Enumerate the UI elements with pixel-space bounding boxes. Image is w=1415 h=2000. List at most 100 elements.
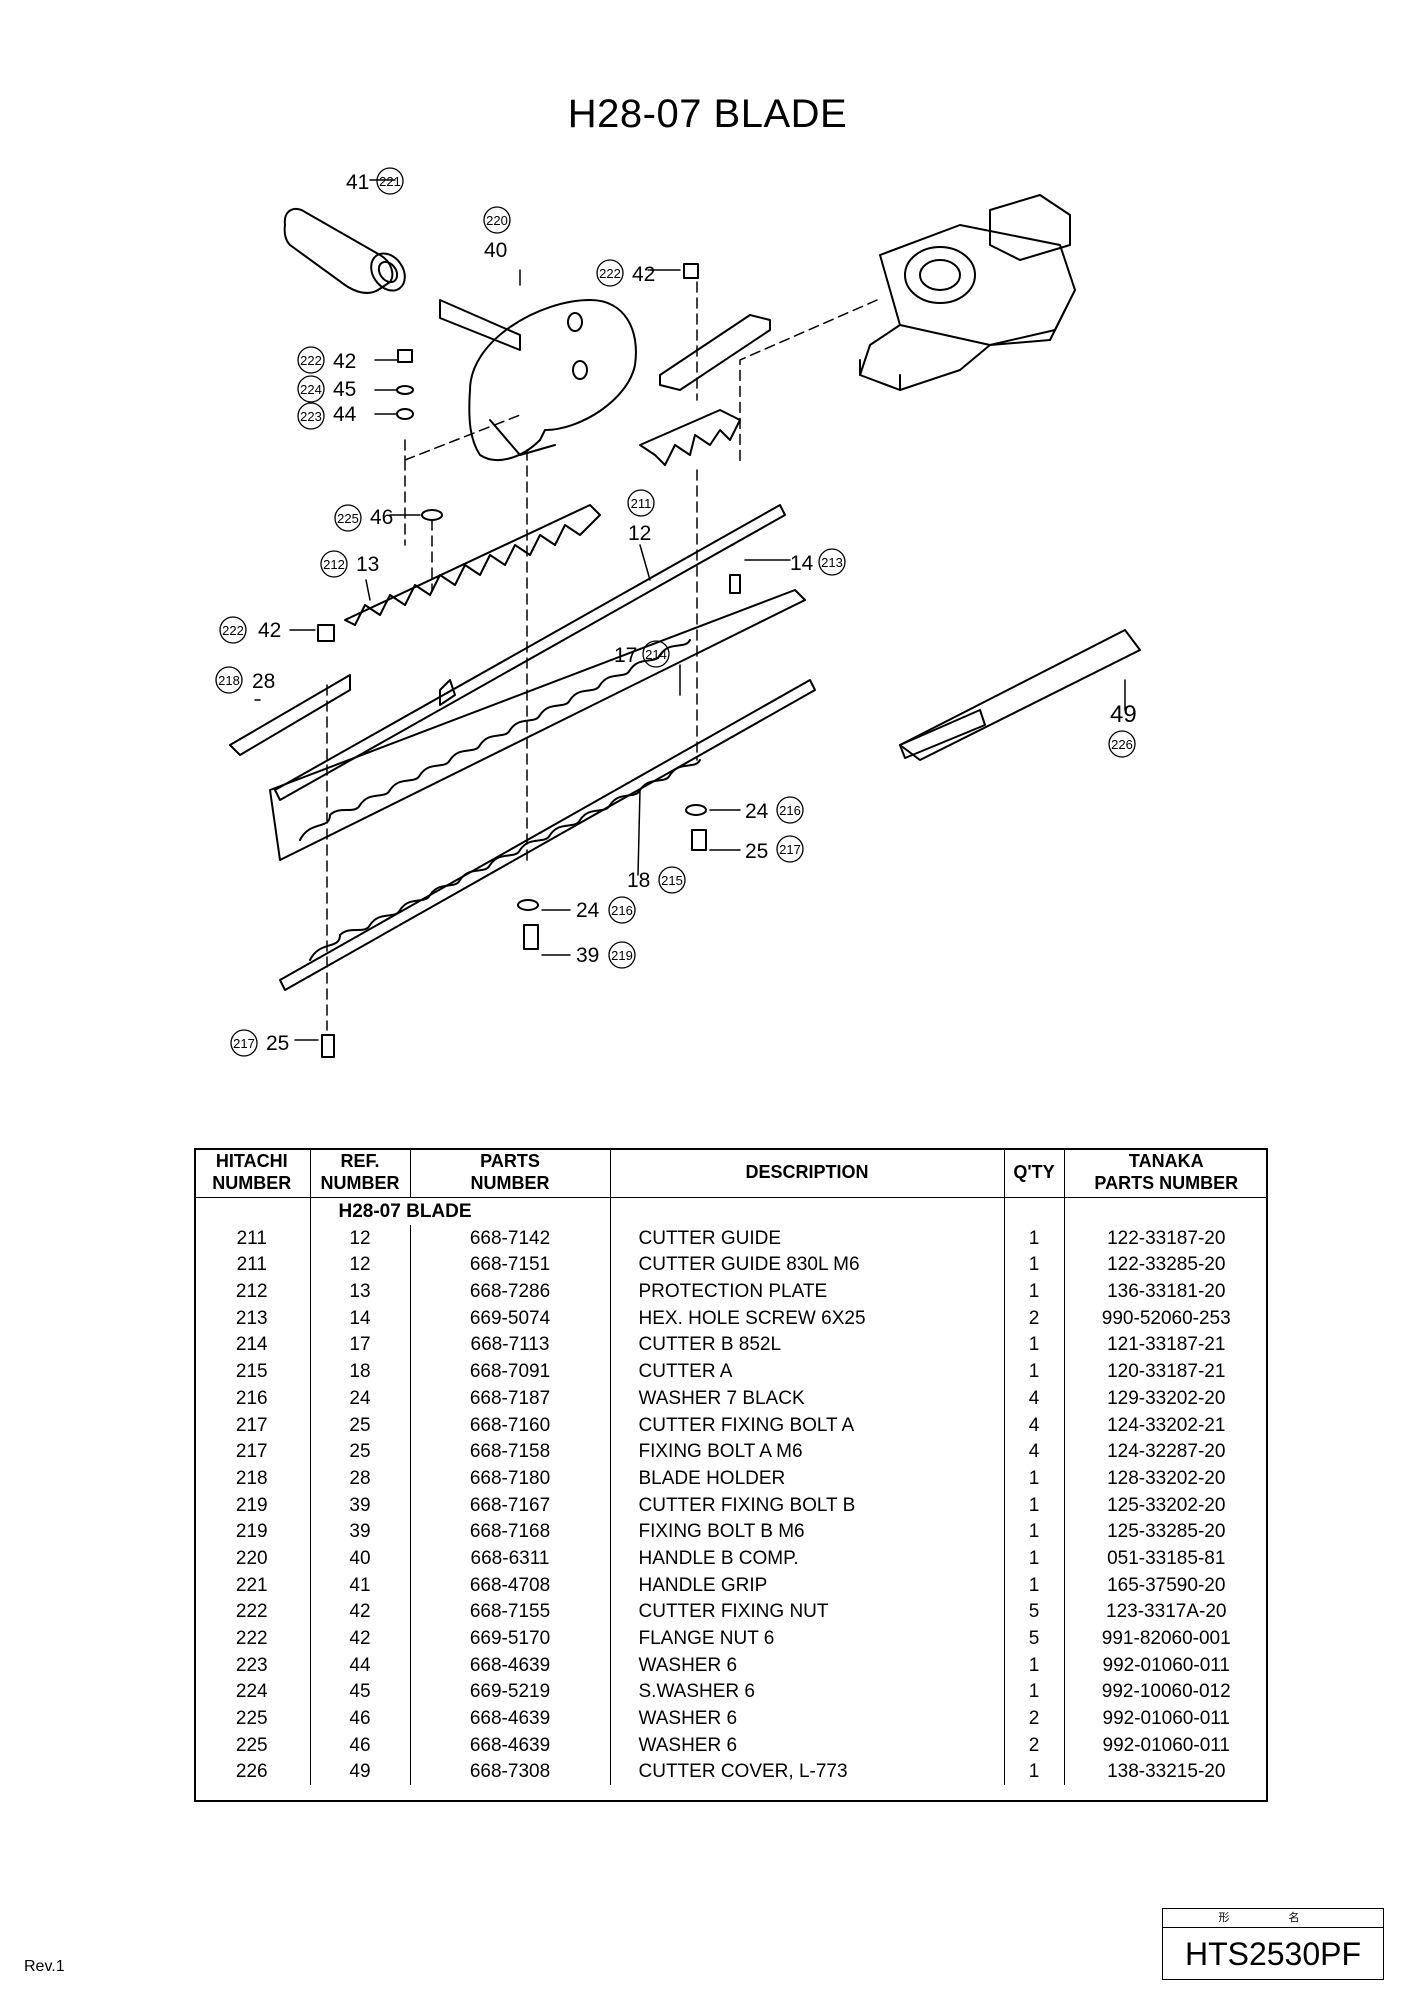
cell-description: S.WASHER 6 [609,1678,1004,1706]
cell-hitachi: 221 [235,1574,268,1596]
cell-tanaka: 992-01060-011 [1063,1705,1268,1732]
cell-tanaka: 121-33187-21 [1063,1331,1268,1359]
callout-ref: 17 [614,644,637,667]
cell-hitachi: 217 [235,1441,268,1463]
cell-hitachi: 219 [235,1494,268,1516]
cell-tanaka: 125-33202-20 [1063,1491,1268,1519]
cell-tanaka: 992-01060-011 [1063,1731,1268,1759]
callout-ref: 42 [333,350,356,373]
handle-grip-part [283,207,406,294]
cell-tanaka: 124-32287-20 [1063,1438,1268,1466]
callout-ref: 40 [484,239,507,262]
cell-description: CUTTER COVER, L-773 [609,1758,1004,1786]
cell-parts: 668-4639 [409,1705,610,1732]
callout-hitachi: 221 [379,174,401,189]
cell-qty: 2 [1003,1731,1064,1759]
callout-hitachi: 213 [821,555,843,570]
cell-description: CUTTER GUIDE 830L M6 [609,1251,1004,1279]
revision-label: Rev.1 [24,1958,65,1975]
cell-ref: 45 [309,1678,410,1706]
cell-ref: 40 [309,1545,410,1572]
cell-qty: 5 [1003,1625,1064,1652]
callout-ref: 42 [258,619,281,642]
cell-qty: 1 [1003,1758,1064,1786]
bolts [317,349,741,1058]
cell-parts: 668-7113 [409,1331,610,1359]
cell-tanaka: 125-33285-20 [1063,1518,1268,1546]
cell-qty: 4 [1003,1438,1064,1466]
cell-parts: 668-4639 [409,1651,610,1679]
cell-ref: 46 [309,1705,410,1732]
cell-description: CUTTER FIXING BOLT A [609,1411,1004,1439]
cell-description: CUTTER B 852L [609,1331,1004,1359]
cell-qty: 4 [1003,1385,1064,1412]
cell-hitachi: 225 [235,1734,268,1756]
cell-parts: 668-7155 [409,1598,610,1626]
cell-hitachi: 226 [235,1761,268,1783]
callout-ref: 46 [370,506,393,529]
cell-parts: 668-7308 [409,1758,610,1786]
cell-parts: 668-7187 [409,1385,610,1412]
model-name: HTS2530PF [1184,1936,1362,1972]
callout-hitachi: 222 [300,353,322,368]
cell-tanaka: 124-33202-21 [1063,1411,1268,1439]
callout-hitachi: 225 [337,511,359,526]
cell-parts: 668-7180 [409,1465,610,1492]
cell-tanaka: 123-3317A-20 [1063,1598,1268,1626]
callout-ref: 14 [790,552,814,575]
cell-qty: 1 [1003,1251,1064,1279]
cell-ref: 13 [309,1278,410,1305]
protection-plate-part [344,504,601,626]
cell-description: WASHER 6 [609,1651,1004,1679]
model-box: 形 名 HTS2530PF [1162,1908,1384,1980]
cell-description: FLANGE NUT 6 [609,1625,1004,1652]
cell-tanaka: 129-33202-20 [1063,1385,1268,1412]
cell-parts: 668-7160 [409,1411,610,1439]
cell-description: HEX. HOLE SCREW 6X25 [609,1304,1004,1332]
cell-qty: 4 [1003,1411,1064,1439]
callout-hitachi: 217 [233,1036,255,1051]
callout-ref: 44 [333,403,357,426]
callout-hitachi: 214 [645,647,667,662]
cell-parts: 669-5170 [409,1625,610,1652]
cutter-a-part [279,679,816,991]
cell-hitachi: 220 [235,1547,268,1569]
callout-hitachi: 216 [779,803,801,818]
callout-ref: 24 [745,800,769,823]
callout-hitachi: 218 [218,673,240,688]
cell-qty: 1 [1003,1571,1064,1599]
callout-hitachi: 224 [300,382,322,397]
cell-ref: 39 [309,1491,410,1519]
callout-ref: 25 [266,1032,289,1055]
callout-ref: 49 [1110,701,1137,728]
callout-ref: 45 [333,378,356,401]
cell-description: HANDLE B COMP. [609,1545,1004,1572]
cell-hitachi: 223 [235,1654,268,1676]
cell-ref: 49 [309,1758,410,1786]
callout-hitachi: 216 [611,903,633,918]
cell-tanaka: 122-33285-20 [1063,1251,1268,1279]
cell-parts: 668-4639 [409,1731,610,1759]
cell-parts: 668-6311 [409,1545,610,1572]
gear-case-part [859,194,1076,391]
cell-qty: 5 [1003,1598,1064,1626]
callout-ref: 24 [576,899,600,922]
callout-ref: 39 [576,944,599,967]
cell-ref: 42 [309,1625,410,1652]
cell-tanaka: 138-33215-20 [1063,1758,1268,1786]
cell-ref: 24 [309,1385,410,1412]
cell-tanaka: 122-33187-20 [1063,1224,1268,1252]
small-cutter-part [639,409,741,466]
cell-ref: 25 [309,1438,410,1466]
callout-ref: 28 [252,670,275,693]
